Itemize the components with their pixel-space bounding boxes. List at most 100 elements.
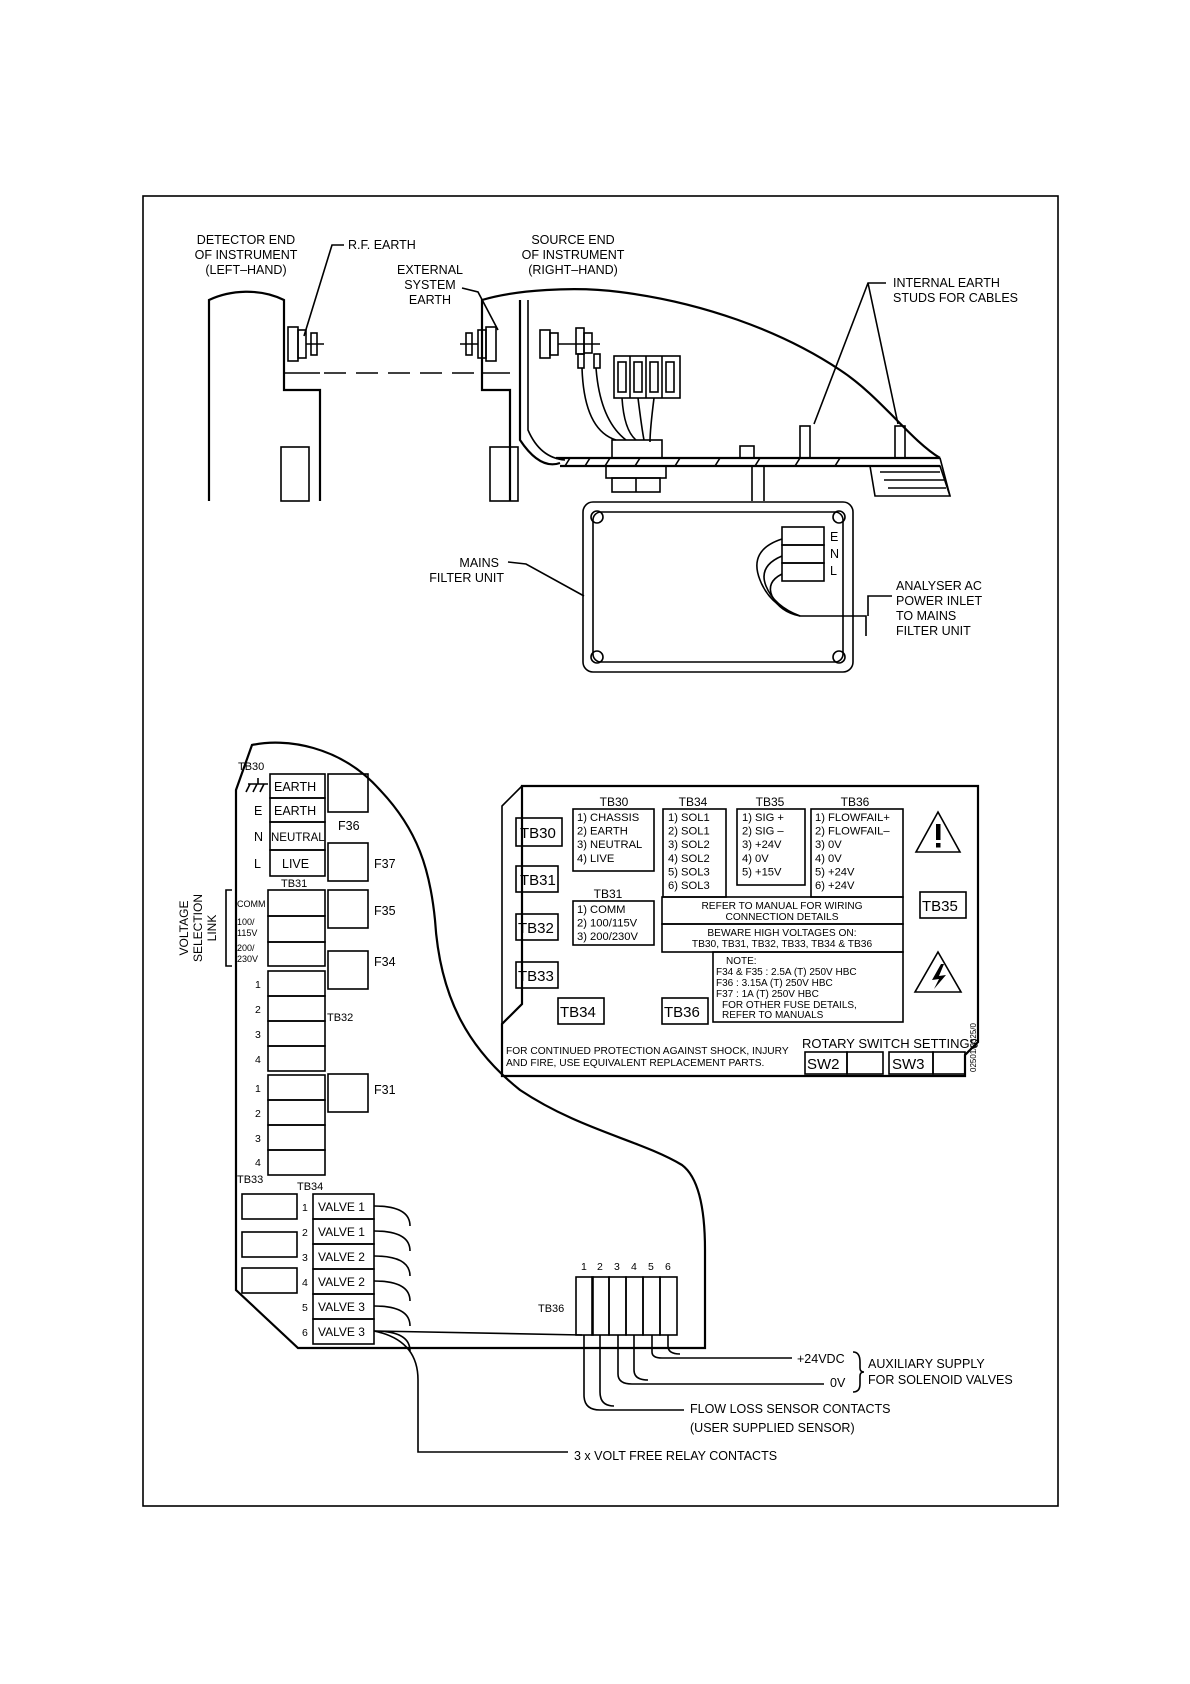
mains-filter-unit: [582, 501, 854, 673]
beware-line1: BEWARE HIGH VOLTAGES ON:: [707, 928, 856, 939]
warning-line1: FOR CONTINUED PROTECTION AGAINST SHOCK, …: [506, 1046, 789, 1057]
beware-line2: TB30, TB31, TB32, TB33, TB34 & TB36: [692, 939, 873, 950]
panel-tb32-box: TB32: [518, 920, 554, 937]
panel-tb31-line: 1) COMM: [577, 904, 625, 916]
note-line3: F36 : 3.15A (T) 250V HBC: [716, 978, 833, 989]
panel-tb34-title: TB34: [679, 795, 708, 809]
tb33-label: TB33: [237, 1174, 263, 1186]
tb32-label: TB32: [327, 1012, 353, 1024]
tb34-row-label: VALVE 2: [318, 1275, 365, 1289]
panel-tb35-box: TB35: [922, 898, 958, 915]
tb31-comm: COMM: [237, 899, 266, 909]
panel-tb36-line: 2) FLOWFAIL–: [815, 826, 890, 838]
drawing-frame: [142, 195, 1059, 1507]
tb34-row-label: VALVE 3: [318, 1325, 365, 1339]
tb30-label: TB30: [238, 761, 264, 773]
tb30-row4: LIVE: [282, 857, 309, 871]
fuse-f37: [327, 842, 369, 882]
panel-tb36-line: 5) +24V: [815, 866, 855, 878]
circuit-board: TB30 EARTH EARTH E NEUTRAL N LIVE L F36: [177, 741, 707, 1350]
panel-tb36-line: 1) FLOWFAIL+: [815, 812, 890, 824]
detector-end-line3: (LEFT–HAND): [205, 263, 286, 277]
detector-end-line1: DETECTOR END: [197, 233, 295, 247]
panel-tb30-line: 3) NEUTRAL: [577, 839, 642, 851]
detector-end-line2: OF INSTRUMENT: [195, 248, 298, 262]
internal-earth-line1: INTERNAL EARTH: [893, 276, 1000, 290]
relay-contacts-label: 3 x VOLT FREE RELAY CONTACTS: [574, 1449, 777, 1463]
tb36-terminal-number: 1: [581, 1261, 587, 1273]
tb34-label: TB34: [297, 1181, 323, 1193]
tb31-115-b: 115V: [237, 928, 257, 938]
tb33-row4: 4: [255, 1157, 261, 1169]
panel-tb31-box: TB31: [520, 872, 556, 889]
fuse-f35: [327, 889, 369, 929]
aux-supply-line1: AUXILIARY SUPPLY: [868, 1357, 985, 1371]
tb31-230-b: 230V: [237, 954, 258, 964]
voltage-link-line1: VOLTAGE: [177, 901, 191, 956]
tb34-row-label: VALVE 2: [318, 1250, 365, 1264]
flow-loss-line2: (USER SUPPLIED SENSOR): [690, 1421, 855, 1435]
tb36-label: TB36: [538, 1303, 564, 1315]
source-end-line3: (RIGHT–HAND): [528, 263, 618, 277]
sw2-label: SW2: [807, 1056, 840, 1073]
panel-tb35-line: 5) +15V: [742, 866, 782, 878]
tb34-row-number: 1: [302, 1202, 308, 1214]
fuse-f34: [327, 950, 369, 990]
sw3-label: SW3: [892, 1056, 925, 1073]
panel-tb35-line: 3) +24V: [742, 839, 782, 851]
panel-tb30-line: 1) CHASSIS: [577, 812, 639, 824]
panel-tb35-line: 1) SIG +: [742, 812, 784, 824]
panel-tb36-box: TB36: [664, 1004, 700, 1021]
warning-triangle-icon: [914, 810, 962, 853]
refer-line1: REFER TO MANUAL FOR WIRING: [701, 901, 862, 912]
drawing-number: 02501/2325/0: [969, 1023, 978, 1072]
fuse-f37-label: F37: [374, 857, 396, 871]
enl-e: E: [830, 530, 838, 544]
tb33-row1: 1: [255, 1083, 261, 1095]
tb34-row-label: VALVE 1: [318, 1225, 365, 1239]
high-voltage-icon: [913, 950, 963, 993]
fuse-f36: [327, 773, 369, 813]
refer-line2: CONNECTION DETAILS: [725, 912, 838, 923]
panel-tb33-box: TB33: [518, 968, 554, 985]
tb33-row3: 3: [255, 1133, 261, 1145]
tb34-row-label: VALVE 1: [318, 1200, 365, 1214]
tb30-row4-side: L: [254, 857, 261, 871]
power-inlet-line2: POWER INLET: [896, 594, 982, 608]
tb31-115-a: 100/: [237, 917, 255, 927]
tb34-row-number: 2: [302, 1227, 308, 1239]
fuse-f34-label: F34: [374, 955, 396, 969]
note-line2: F34 & F35 : 2.5A (T) 250V HBC: [716, 967, 857, 978]
note-line1: NOTE:: [726, 956, 757, 967]
fuse-f36-label: F36: [338, 819, 360, 833]
tb34-row-number: 6: [302, 1327, 308, 1339]
panel-tb34-line: 4) SOL2: [668, 853, 710, 865]
panel-tb34-box: TB34: [560, 1004, 596, 1021]
panel-tb34-line: 1) SOL1: [668, 812, 710, 824]
plus24vdc-label: +24VDC: [797, 1352, 845, 1366]
tb36-terminal-number: 5: [648, 1261, 654, 1273]
tb31-label: TB31: [281, 878, 307, 890]
panel-tb31-line: 2) 100/115V: [577, 918, 638, 930]
panel-tb30-box: TB30: [520, 825, 556, 842]
earth-symbol-icon: [245, 778, 268, 793]
source-end-line1: SOURCE END: [531, 233, 614, 247]
zero-v-label: 0V: [830, 1376, 846, 1390]
tb31-230-a: 200/: [237, 943, 255, 953]
panel-tb30-title: TB30: [600, 795, 629, 809]
tb30-row3-side: N: [254, 830, 263, 844]
mains-filter-line2: FILTER UNIT: [429, 571, 504, 585]
tb34-row-number: 3: [302, 1252, 308, 1264]
panel-tb31-line: 3) 200/230V: [577, 931, 638, 943]
flow-loss-line1: FLOW LOSS SENSOR CONTACTS: [690, 1402, 891, 1416]
tb33-row2: 2: [255, 1108, 261, 1120]
panel-tb36-line: 4) 0V: [815, 853, 842, 865]
enl-n: N: [830, 547, 839, 561]
note-line4: F37 : 1A (T) 250V HBC: [716, 989, 819, 1000]
enl-l: L: [830, 564, 837, 578]
tb32-row1: 1: [255, 979, 261, 991]
tb34-row-label: VALVE 3: [318, 1300, 365, 1314]
tb30-row3: NEUTRAL: [271, 832, 325, 844]
fuse-f31-label: F31: [374, 1083, 396, 1097]
